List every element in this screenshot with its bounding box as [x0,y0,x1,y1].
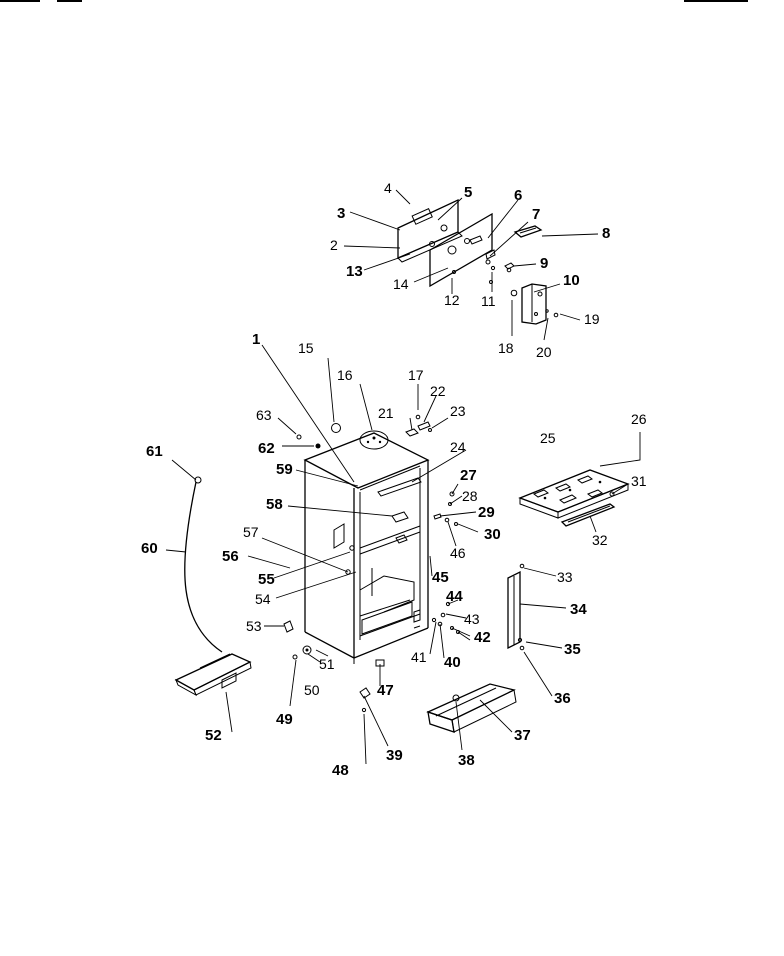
callout-15: 15 [298,340,314,356]
callout-31: 31 [631,473,647,489]
callout-56: 56 [222,548,239,565]
callout-45: 45 [432,569,449,586]
callout-13: 13 [346,263,363,280]
callout-2: 2 [330,237,338,253]
cabinet-right-parts [431,491,460,634]
control-panel-assembly [397,198,559,325]
callout-19: 19 [584,311,600,327]
callout-42: 42 [474,629,491,646]
callout-49: 49 [276,711,293,728]
callout-61: 61 [146,443,163,460]
callout-63: 63 [256,407,272,423]
cabinet-bottom-parts [283,620,385,713]
callout-27: 27 [460,467,477,484]
callout-22: 22 [430,383,446,399]
callout-6: 6 [514,187,522,204]
callout-26: 26 [631,411,647,427]
callout-32: 32 [592,532,608,548]
leader-lines [165,189,641,765]
callout-38: 38 [458,752,475,769]
callout-44: 44 [446,588,463,605]
callout-57: 57 [243,524,259,540]
callout-59: 59 [276,461,293,478]
bottom-grille [426,683,517,733]
callout-5: 5 [464,184,472,201]
callout-48: 48 [332,762,349,779]
shelf-assembly [518,469,630,527]
callout-17: 17 [408,367,424,383]
callout-20: 20 [536,344,552,360]
callout-50: 50 [304,682,320,698]
callout-55: 55 [258,571,275,588]
callout-47: 47 [377,682,394,699]
callout-62: 62 [258,440,275,457]
callout-21: 21 [378,405,394,421]
drain-tube-and-pan [174,476,252,697]
callout-3: 3 [337,205,345,222]
callout-1: 1 [252,331,260,348]
vertical-trim-strip [507,563,525,651]
callout-46: 46 [450,545,466,561]
callout-40: 40 [444,654,461,671]
callout-54: 54 [255,591,271,607]
cabinet-top-parts [296,414,432,450]
callout-8: 8 [602,225,610,242]
callout-43: 43 [464,611,480,627]
callout-58: 58 [266,496,283,513]
callout-35: 35 [564,641,581,658]
callout-12: 12 [444,292,460,308]
callout-14: 14 [393,276,409,292]
callout-25: 25 [540,430,556,446]
callout-18: 18 [498,340,514,356]
callout-29: 29 [478,504,495,521]
callout-34: 34 [570,601,587,618]
callout-51: 51 [319,656,335,672]
callout-labels: 4 5 6 3 7 8 2 9 13 10 14 12 11 19 18 20 … [141,180,647,779]
callout-10: 10 [563,272,580,289]
callout-41: 41 [411,649,427,665]
callout-4: 4 [384,180,392,196]
refrigerator-cabinet [303,432,430,664]
callout-24: 24 [450,439,466,455]
callout-60: 60 [141,540,158,557]
callout-36: 36 [554,690,571,707]
callout-9: 9 [540,255,548,272]
callout-37: 37 [514,727,531,744]
callout-30: 30 [484,526,501,543]
callout-52: 52 [205,727,222,744]
callout-33: 33 [557,569,573,585]
callout-53: 53 [246,618,262,634]
callout-23: 23 [450,403,466,419]
callout-7: 7 [532,206,540,223]
callout-11: 11 [481,293,496,309]
callout-16: 16 [337,367,353,383]
callout-28: 28 [462,488,478,504]
callout-39: 39 [386,747,403,764]
